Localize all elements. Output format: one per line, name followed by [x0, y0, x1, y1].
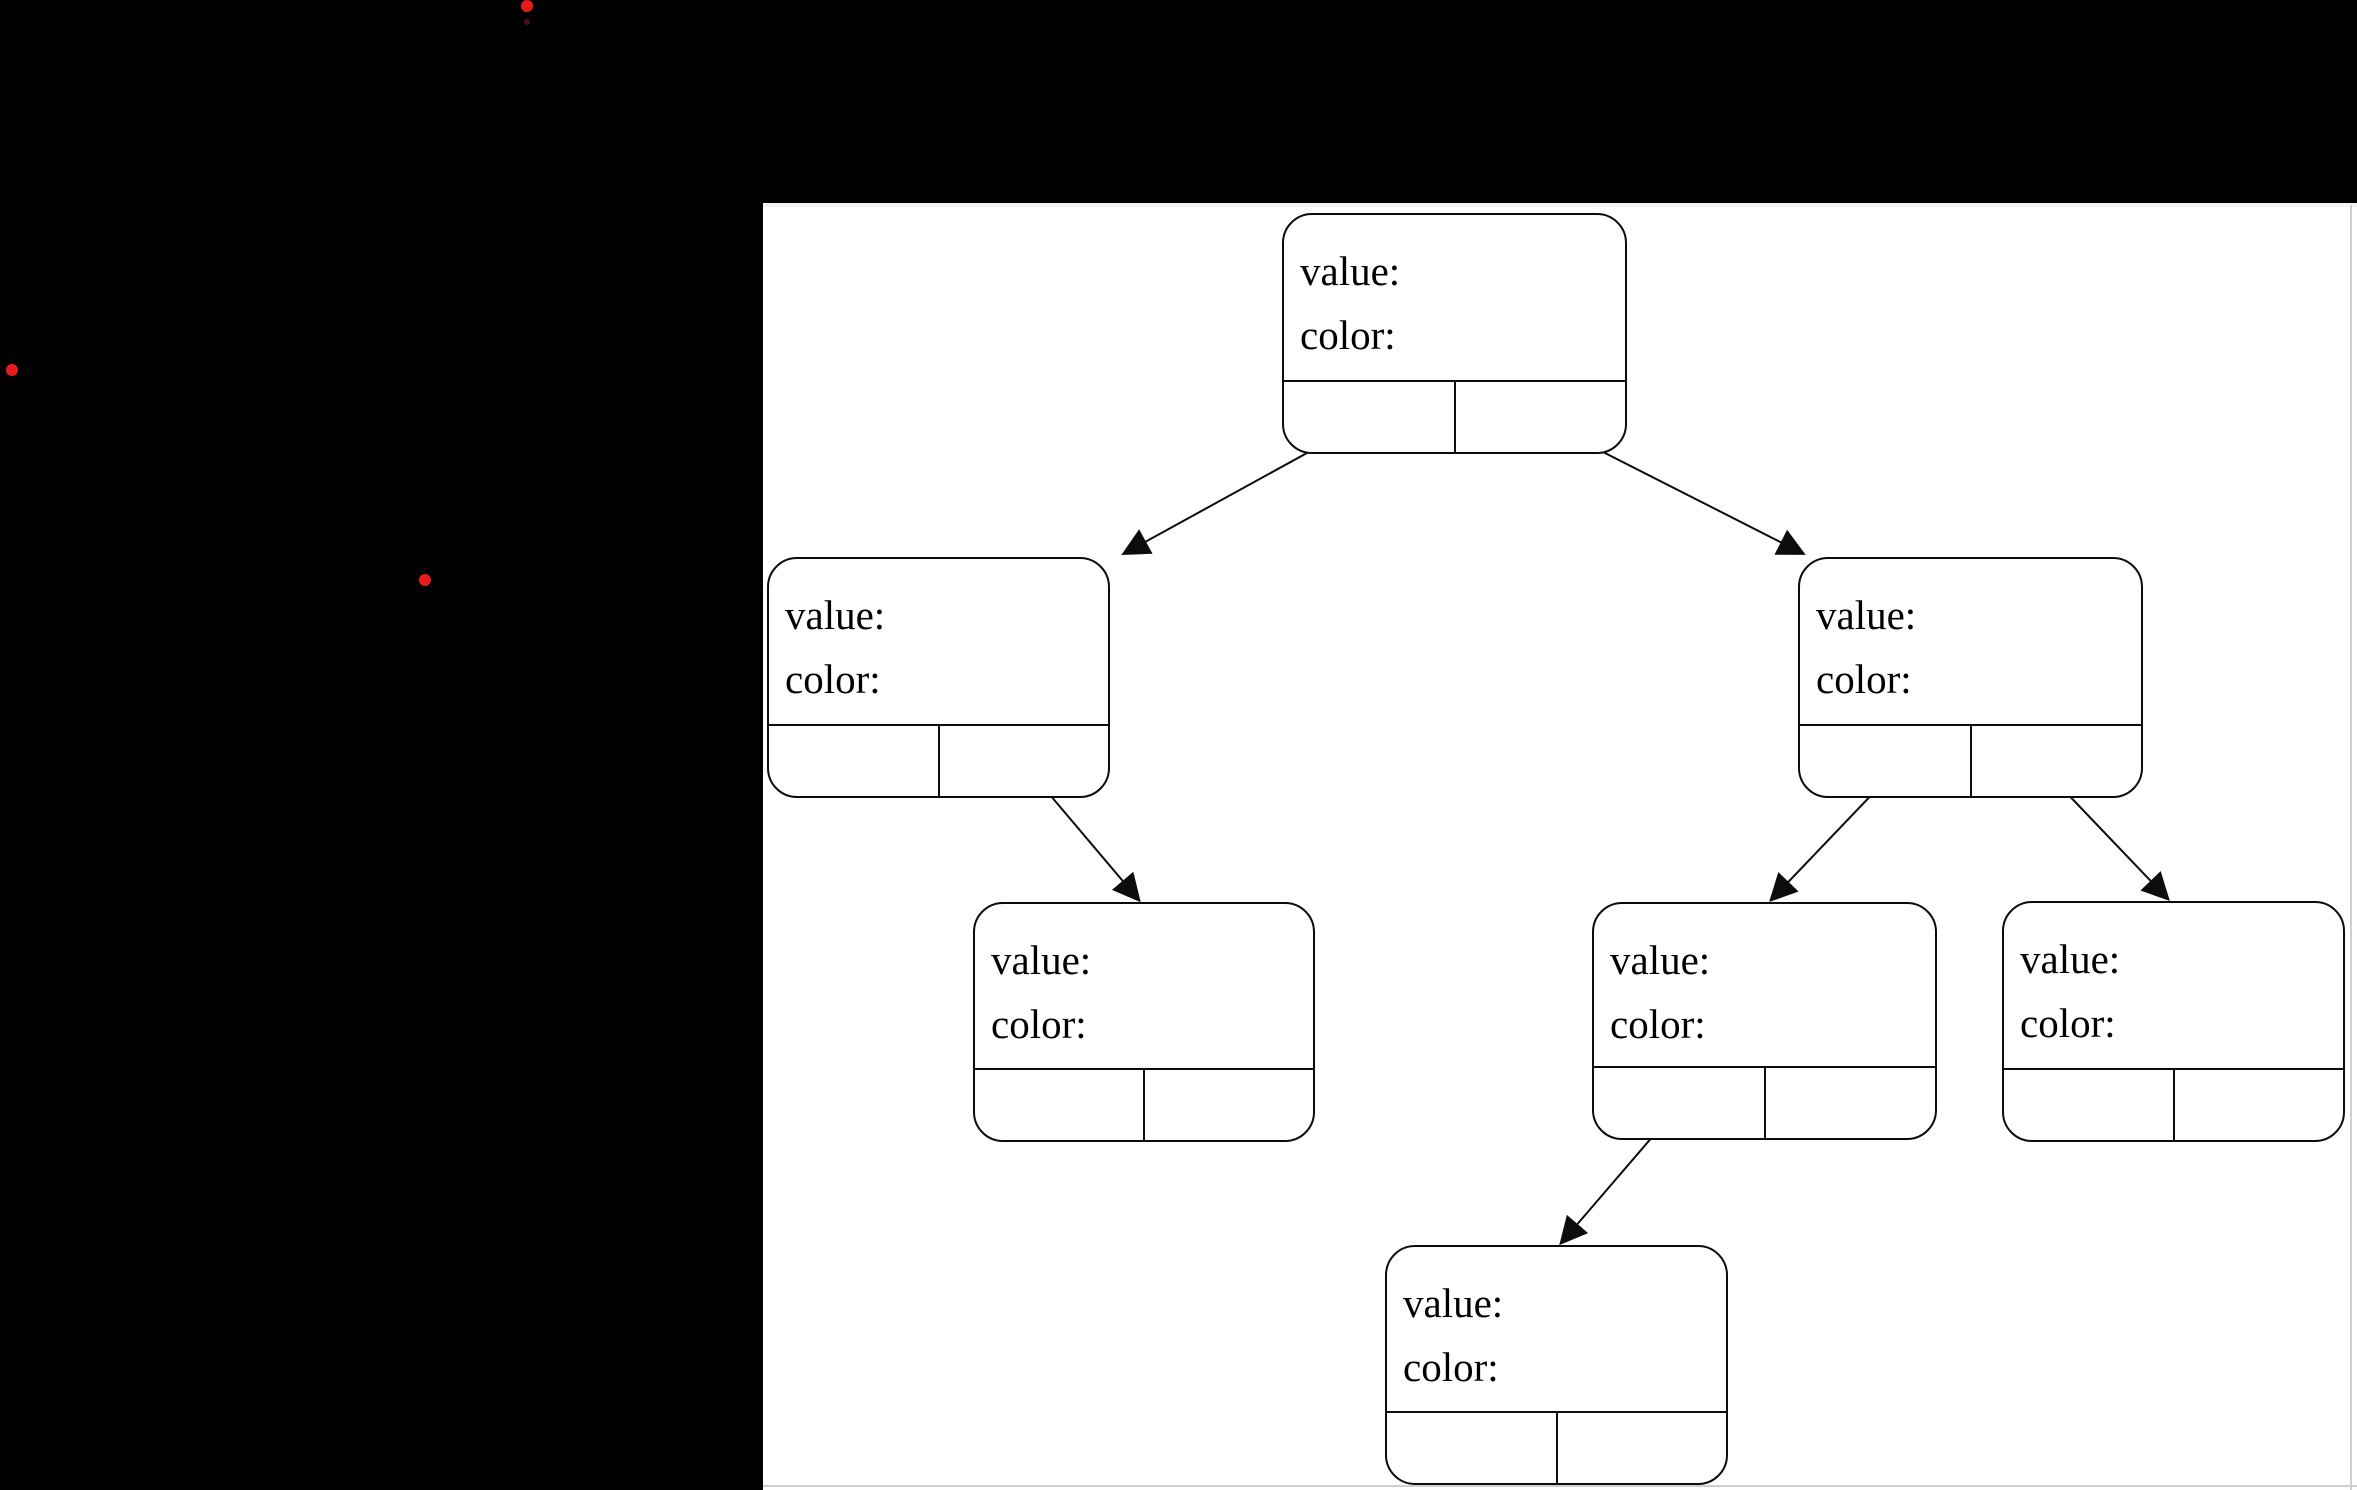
- panel-right-edge: [2350, 205, 2352, 1490]
- value-label: value:: [1300, 248, 1401, 294]
- pointer-divider: [937, 726, 940, 796]
- color-label: color:: [785, 656, 881, 702]
- pointer-row: [1800, 724, 2141, 796]
- pointer-row: [1594, 1066, 1935, 1138]
- pointer-divider: [1555, 1413, 1558, 1483]
- color-label: color:: [2020, 1000, 2116, 1046]
- pointer-divider: [1143, 1070, 1145, 1140]
- right-pointer-cell: [1557, 1413, 1727, 1483]
- pointer-divider: [2172, 1070, 2175, 1140]
- left-pointer-cell: [1387, 1413, 1557, 1483]
- left-pointer-cell: [2004, 1070, 2174, 1140]
- node-field-labels: value: color:: [1403, 1271, 1503, 1399]
- tree-node-right-left-grandchild: value: color:: [1592, 902, 1937, 1140]
- color-label: color:: [991, 1001, 1087, 1047]
- pointer-row: [1284, 380, 1625, 452]
- left-pointer-cell: [1800, 726, 1971, 796]
- right-pointer-cell: [1971, 726, 2142, 796]
- value-label: value:: [1816, 592, 1917, 638]
- node-field-labels: value: color:: [1610, 928, 1710, 1056]
- value-label: value:: [785, 592, 886, 638]
- node-field-labels: value: color:: [991, 928, 1091, 1056]
- left-pointer-cell: [769, 726, 939, 796]
- value-label: value:: [1403, 1280, 1504, 1326]
- right-pointer-cell: [1765, 1068, 1936, 1138]
- pointer-row: [975, 1068, 1313, 1140]
- red-dot: [521, 0, 533, 12]
- value-label: value:: [2020, 936, 2121, 982]
- right-pointer-cell: [1144, 1070, 1313, 1140]
- node-field-labels: value: color:: [1816, 583, 1916, 711]
- left-pointer-cell: [1594, 1068, 1765, 1138]
- color-label: color:: [1816, 656, 1912, 702]
- left-pointer-cell: [1284, 382, 1455, 452]
- color-label: color:: [1300, 312, 1396, 358]
- red-dot: [524, 19, 530, 25]
- right-pointer-cell: [1455, 382, 1626, 452]
- node-field-labels: value: color:: [1300, 239, 1400, 367]
- node-field-labels: value: color:: [2020, 927, 2120, 1055]
- value-label: value:: [991, 937, 1092, 983]
- tree-node-left-right-grandchild: value: color:: [973, 902, 1315, 1142]
- node-field-labels: value: color:: [785, 583, 885, 711]
- tree-node-bottom-leaf: value: color:: [1385, 1245, 1728, 1485]
- pointer-divider: [1969, 726, 1972, 796]
- tree-node-root: value: color:: [1282, 213, 1627, 454]
- value-label: value:: [1610, 937, 1711, 983]
- red-dot: [6, 364, 18, 376]
- panel-bottom-edge: [763, 1485, 2357, 1487]
- right-pointer-cell: [939, 726, 1109, 796]
- color-label: color:: [1610, 1001, 1706, 1047]
- pointer-divider: [1453, 382, 1456, 452]
- color-label: color:: [1403, 1344, 1499, 1390]
- pointer-divider: [1763, 1068, 1766, 1138]
- red-dot: [419, 574, 431, 586]
- panel-top-edge: [763, 203, 2357, 207]
- pointer-row: [1387, 1411, 1726, 1483]
- tree-node-right-right-grandchild: value: color:: [2002, 901, 2345, 1142]
- tree-node-left-child: value: color:: [767, 557, 1110, 798]
- pointer-row: [769, 724, 1108, 796]
- right-pointer-cell: [2174, 1070, 2344, 1140]
- pointer-row: [2004, 1068, 2343, 1140]
- tree-node-right-child: value: color:: [1798, 557, 2143, 798]
- left-pointer-cell: [975, 1070, 1144, 1140]
